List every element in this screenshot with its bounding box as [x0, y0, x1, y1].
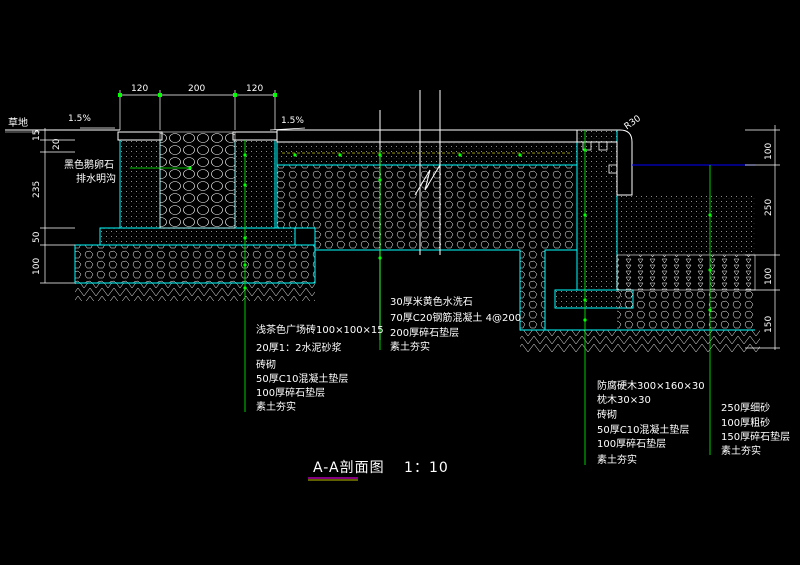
note-left-2: 20厚1：2水泥砂浆 [256, 343, 342, 354]
sleeper-1 [582, 141, 592, 151]
washed-stone-top [276, 129, 578, 143]
note-right1-5: 100厚碎石垫层 [597, 439, 667, 450]
left-dimension-line [40, 128, 75, 284]
left-concrete-pad [99, 227, 296, 246]
ditch-label-drain: 排水明沟 [76, 174, 116, 185]
note-right2-2: 100厚粗砂 [721, 418, 771, 429]
right-vdim-250: 250 [764, 198, 774, 216]
note-right1-4: 50厚C10混凝土垫层 [597, 425, 690, 436]
dim-top-3: 120 [246, 84, 264, 94]
sleeper-3 [608, 164, 618, 174]
center-earth-hatch [520, 330, 760, 352]
left-earth-hatch [75, 283, 315, 301]
right-vdim-150: 150 [764, 315, 774, 333]
wall-cap-right [232, 131, 278, 141]
left-vdim-15: 15 [32, 129, 42, 141]
right-vdim-100a: 100 [764, 142, 774, 160]
note-left-6: 素土夯实 [256, 402, 296, 413]
note-left-1: 浅茶色广场砖100×100×15 [256, 325, 384, 336]
note-center-2: 70厚C20钢筋混凝土 4@200 [390, 313, 522, 324]
note-center-1: 30厚米黄色水洗石 [390, 297, 473, 308]
note-right2-3: 150厚碎石垫层 [721, 432, 791, 443]
ditch-label-pebble: 黑色鹅卵石 [64, 160, 114, 171]
slope-arrows [80, 127, 306, 131]
note-left-5: 100厚碎石垫层 [256, 388, 326, 399]
pool-gravel [617, 290, 755, 330]
reinforced-concrete [276, 141, 578, 166]
note-center-3: 200厚碎石垫层 [390, 328, 460, 339]
drawing-title: A-A剖面图 1：10 [313, 457, 449, 477]
black-pebbles [159, 131, 236, 229]
wall-cap-left [117, 131, 163, 141]
ditch-wall-right [234, 139, 276, 229]
timber-coping [576, 129, 633, 196]
slope-label-right: 1.5% [281, 116, 304, 126]
left-vdim-50: 50 [32, 231, 42, 243]
left-vdim-20: 20 [52, 138, 62, 150]
dim-top-2: 200 [188, 84, 206, 94]
note-right1-1: 防腐硬木300×160×30 [597, 381, 705, 392]
note-center-4: 素土夯实 [390, 342, 430, 353]
pool-wall [576, 129, 618, 291]
ditch-wall-left [119, 139, 161, 229]
grass-label: 草地 [8, 118, 28, 129]
note-right1-2: 枕木30×30 [597, 395, 651, 406]
note-left-4: 50厚C10混凝土垫层 [256, 374, 349, 385]
sleeper-2 [598, 141, 608, 151]
right-dimension-line [745, 125, 780, 350]
fine-sand [617, 195, 755, 255]
title-text: A-A剖面图 [313, 460, 385, 476]
leader-dots [188, 148, 712, 322]
left-vdim-235: 235 [32, 180, 42, 198]
dim-top-1: 120 [131, 84, 149, 94]
coarse-sand [616, 254, 756, 291]
top-dimension-line [118, 90, 277, 130]
slope-label-left: 1.5% [68, 114, 91, 124]
note-right1-6: 素土夯实 [597, 455, 637, 466]
left-vdim-100: 100 [32, 257, 42, 275]
title-scale: 1：10 [404, 460, 449, 476]
note-right2-1: 250厚细砂 [721, 403, 771, 414]
left-gravel-base [74, 244, 316, 284]
note-right1-3: 砖砌 [597, 410, 617, 421]
note-left-3: 砖砌 [256, 360, 276, 371]
right-vdim-100b: 100 [764, 267, 774, 285]
note-right2-4: 素土夯实 [721, 446, 761, 457]
